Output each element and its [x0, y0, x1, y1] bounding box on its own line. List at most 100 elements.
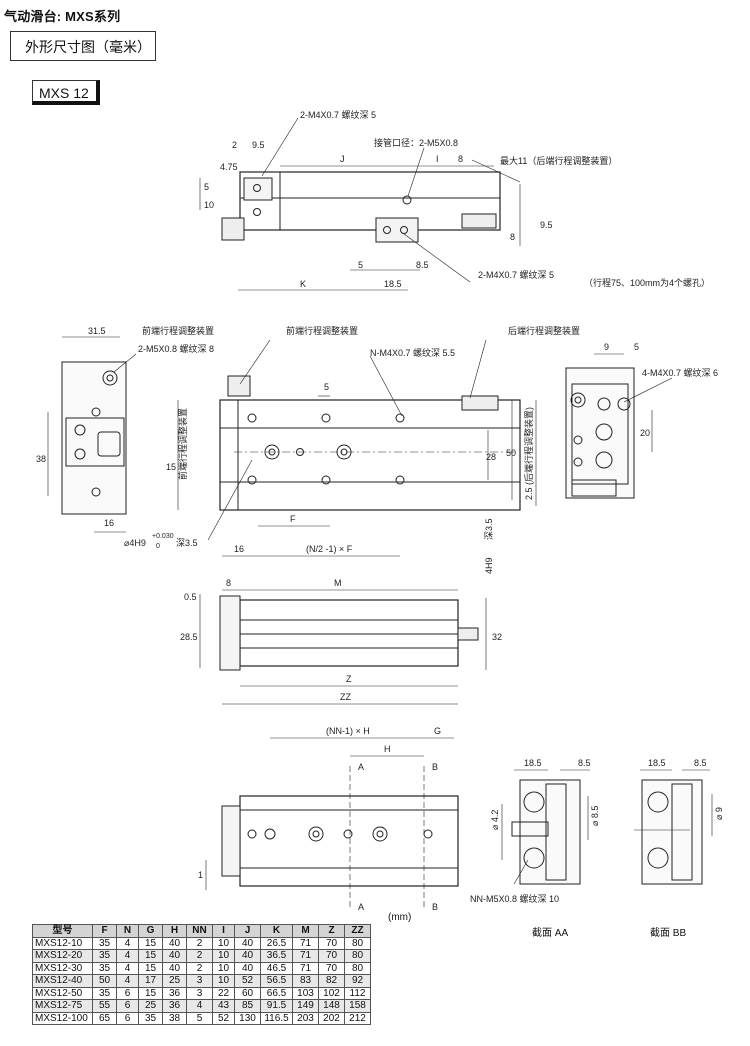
table-cell: 35 — [92, 961, 117, 975]
dim-0-5: 0.5 — [184, 592, 197, 602]
caption-section-aa: 截面 AA — [532, 928, 569, 939]
table-cell: 6 — [116, 999, 139, 1013]
table-cell: 70 — [318, 936, 345, 950]
model-label: MXS 12 — [32, 80, 100, 105]
table-cell: 10 — [212, 974, 235, 988]
dim-31-5: 31.5 — [88, 326, 106, 336]
side-view — [199, 589, 487, 705]
table-cell: 36 — [162, 999, 187, 1013]
dim-2: 2 — [232, 140, 237, 150]
dim-8-5-bb: 8.5 — [694, 758, 707, 768]
table-cell: 10 — [212, 961, 235, 975]
table-cell: 52 — [212, 1011, 235, 1025]
dim-9-end: 9 — [604, 342, 609, 352]
dim-zz: ZZ — [340, 692, 351, 702]
table-cell: 35 — [138, 1011, 163, 1025]
table-cell-model: MXS12-30 — [32, 961, 93, 975]
table-cell: 55 — [92, 999, 117, 1013]
dim-5-plan: 5 — [324, 382, 329, 392]
section-bb — [634, 769, 713, 885]
table-cell: 25 — [138, 999, 163, 1013]
dim-nn-h: (NN-1) × H — [326, 726, 370, 736]
dim-8-5-aa: 8.5 — [578, 758, 591, 768]
table-cell: 6 — [116, 986, 139, 1000]
note-stroke-holes: （行程75、100mm为4个螺孔） — [584, 277, 710, 288]
section-a-label-bottom: A — [358, 902, 364, 912]
note-4h9-depth: 深3.5 — [484, 518, 494, 540]
note-rear-2-5: 2.5 (后端行程调整装置) — [523, 407, 534, 500]
dim-m: M — [334, 578, 342, 588]
dim-4-2: ⌀ 4.2 — [490, 810, 500, 830]
dim-k: K — [300, 279, 306, 289]
note-4h9: 4H9 — [484, 557, 494, 574]
table-cell: 80 — [344, 961, 371, 975]
table-cell: 43 — [212, 999, 235, 1013]
table-cell: 70 — [318, 961, 345, 975]
dim-4-75: 4.75 — [220, 162, 238, 172]
table-cell: 70 — [318, 949, 345, 963]
dim-5-bottom: 5 — [358, 260, 363, 270]
dim-9-v: ⌀ 9 — [714, 807, 724, 820]
dim-8-side: 8 — [226, 578, 231, 588]
table-cell: 4 — [116, 936, 139, 950]
dim-18-5-bb: 18.5 — [648, 758, 666, 768]
note-bore-tol-top: +0.030 — [152, 533, 174, 540]
table-cell: 15 — [138, 949, 163, 963]
table-cell-model: MXS12-20 — [32, 949, 93, 963]
dim-10: 10 — [204, 200, 214, 210]
note-bore-tol-bottom: 0 — [156, 543, 160, 550]
table-cell: 116.5 — [260, 1011, 293, 1025]
table-cell: 40 — [234, 949, 261, 963]
section-aa — [501, 769, 590, 885]
dim-38: 38 — [36, 454, 46, 464]
table-cell: 103 — [292, 986, 319, 1000]
table-cell: 149 — [292, 999, 319, 1013]
end-view — [565, 353, 673, 499]
table-cell: 35 — [92, 986, 117, 1000]
table-cell: 15 — [138, 986, 163, 1000]
table-cell: 2 — [186, 961, 213, 975]
dim-8: 8 — [458, 154, 463, 164]
section-b-label-top: B — [432, 762, 438, 772]
table-cell: 38 — [162, 1011, 187, 1025]
table-cell-model: MXS12-75 — [32, 999, 93, 1013]
table-cell: 158 — [344, 999, 371, 1013]
table-cell: 83 — [292, 974, 319, 988]
table-cell: 40 — [162, 949, 187, 963]
table-cell-model: MXS12-100 — [32, 1011, 93, 1025]
dim-28: 28 — [486, 452, 496, 462]
table-cell: 52 — [234, 974, 261, 988]
table-cell: 35 — [92, 936, 117, 950]
table-cell: 26.5 — [260, 936, 293, 950]
note-nn-thread: NN-M5X0.8 螺纹深 10 — [470, 893, 559, 904]
table-cell: 82 — [318, 974, 345, 988]
col-nn: NN — [186, 924, 213, 938]
table-cell: 85 — [234, 999, 261, 1013]
table-header-row: 型号 F N G H NN I J K M Z ZZ — [32, 924, 371, 938]
table-cell: 40 — [162, 961, 187, 975]
table-cell: 25 — [162, 974, 187, 988]
table-cell: 50 — [92, 974, 117, 988]
side-label-front: 前端行程调整装置 — [177, 408, 188, 480]
col-f: F — [92, 924, 117, 938]
table-cell-model: MXS12-40 — [32, 974, 93, 988]
table-cell: 15 — [138, 961, 163, 975]
table-cell: 91.5 — [260, 999, 293, 1013]
table-cell: 5 — [186, 1011, 213, 1025]
dim-h: H — [384, 744, 391, 754]
table-cell: 46.5 — [260, 961, 293, 975]
table-cell-model: MXS12-10 — [32, 936, 93, 950]
dim-8-5: 8.5 — [416, 260, 429, 270]
dim-8-right: 8 — [510, 232, 515, 242]
dim-15: 15 — [166, 462, 176, 472]
top-view — [199, 117, 521, 291]
dim-50: 50 — [506, 448, 516, 458]
table-cell: 22 — [212, 986, 235, 1000]
table-cell: 2 — [186, 936, 213, 950]
